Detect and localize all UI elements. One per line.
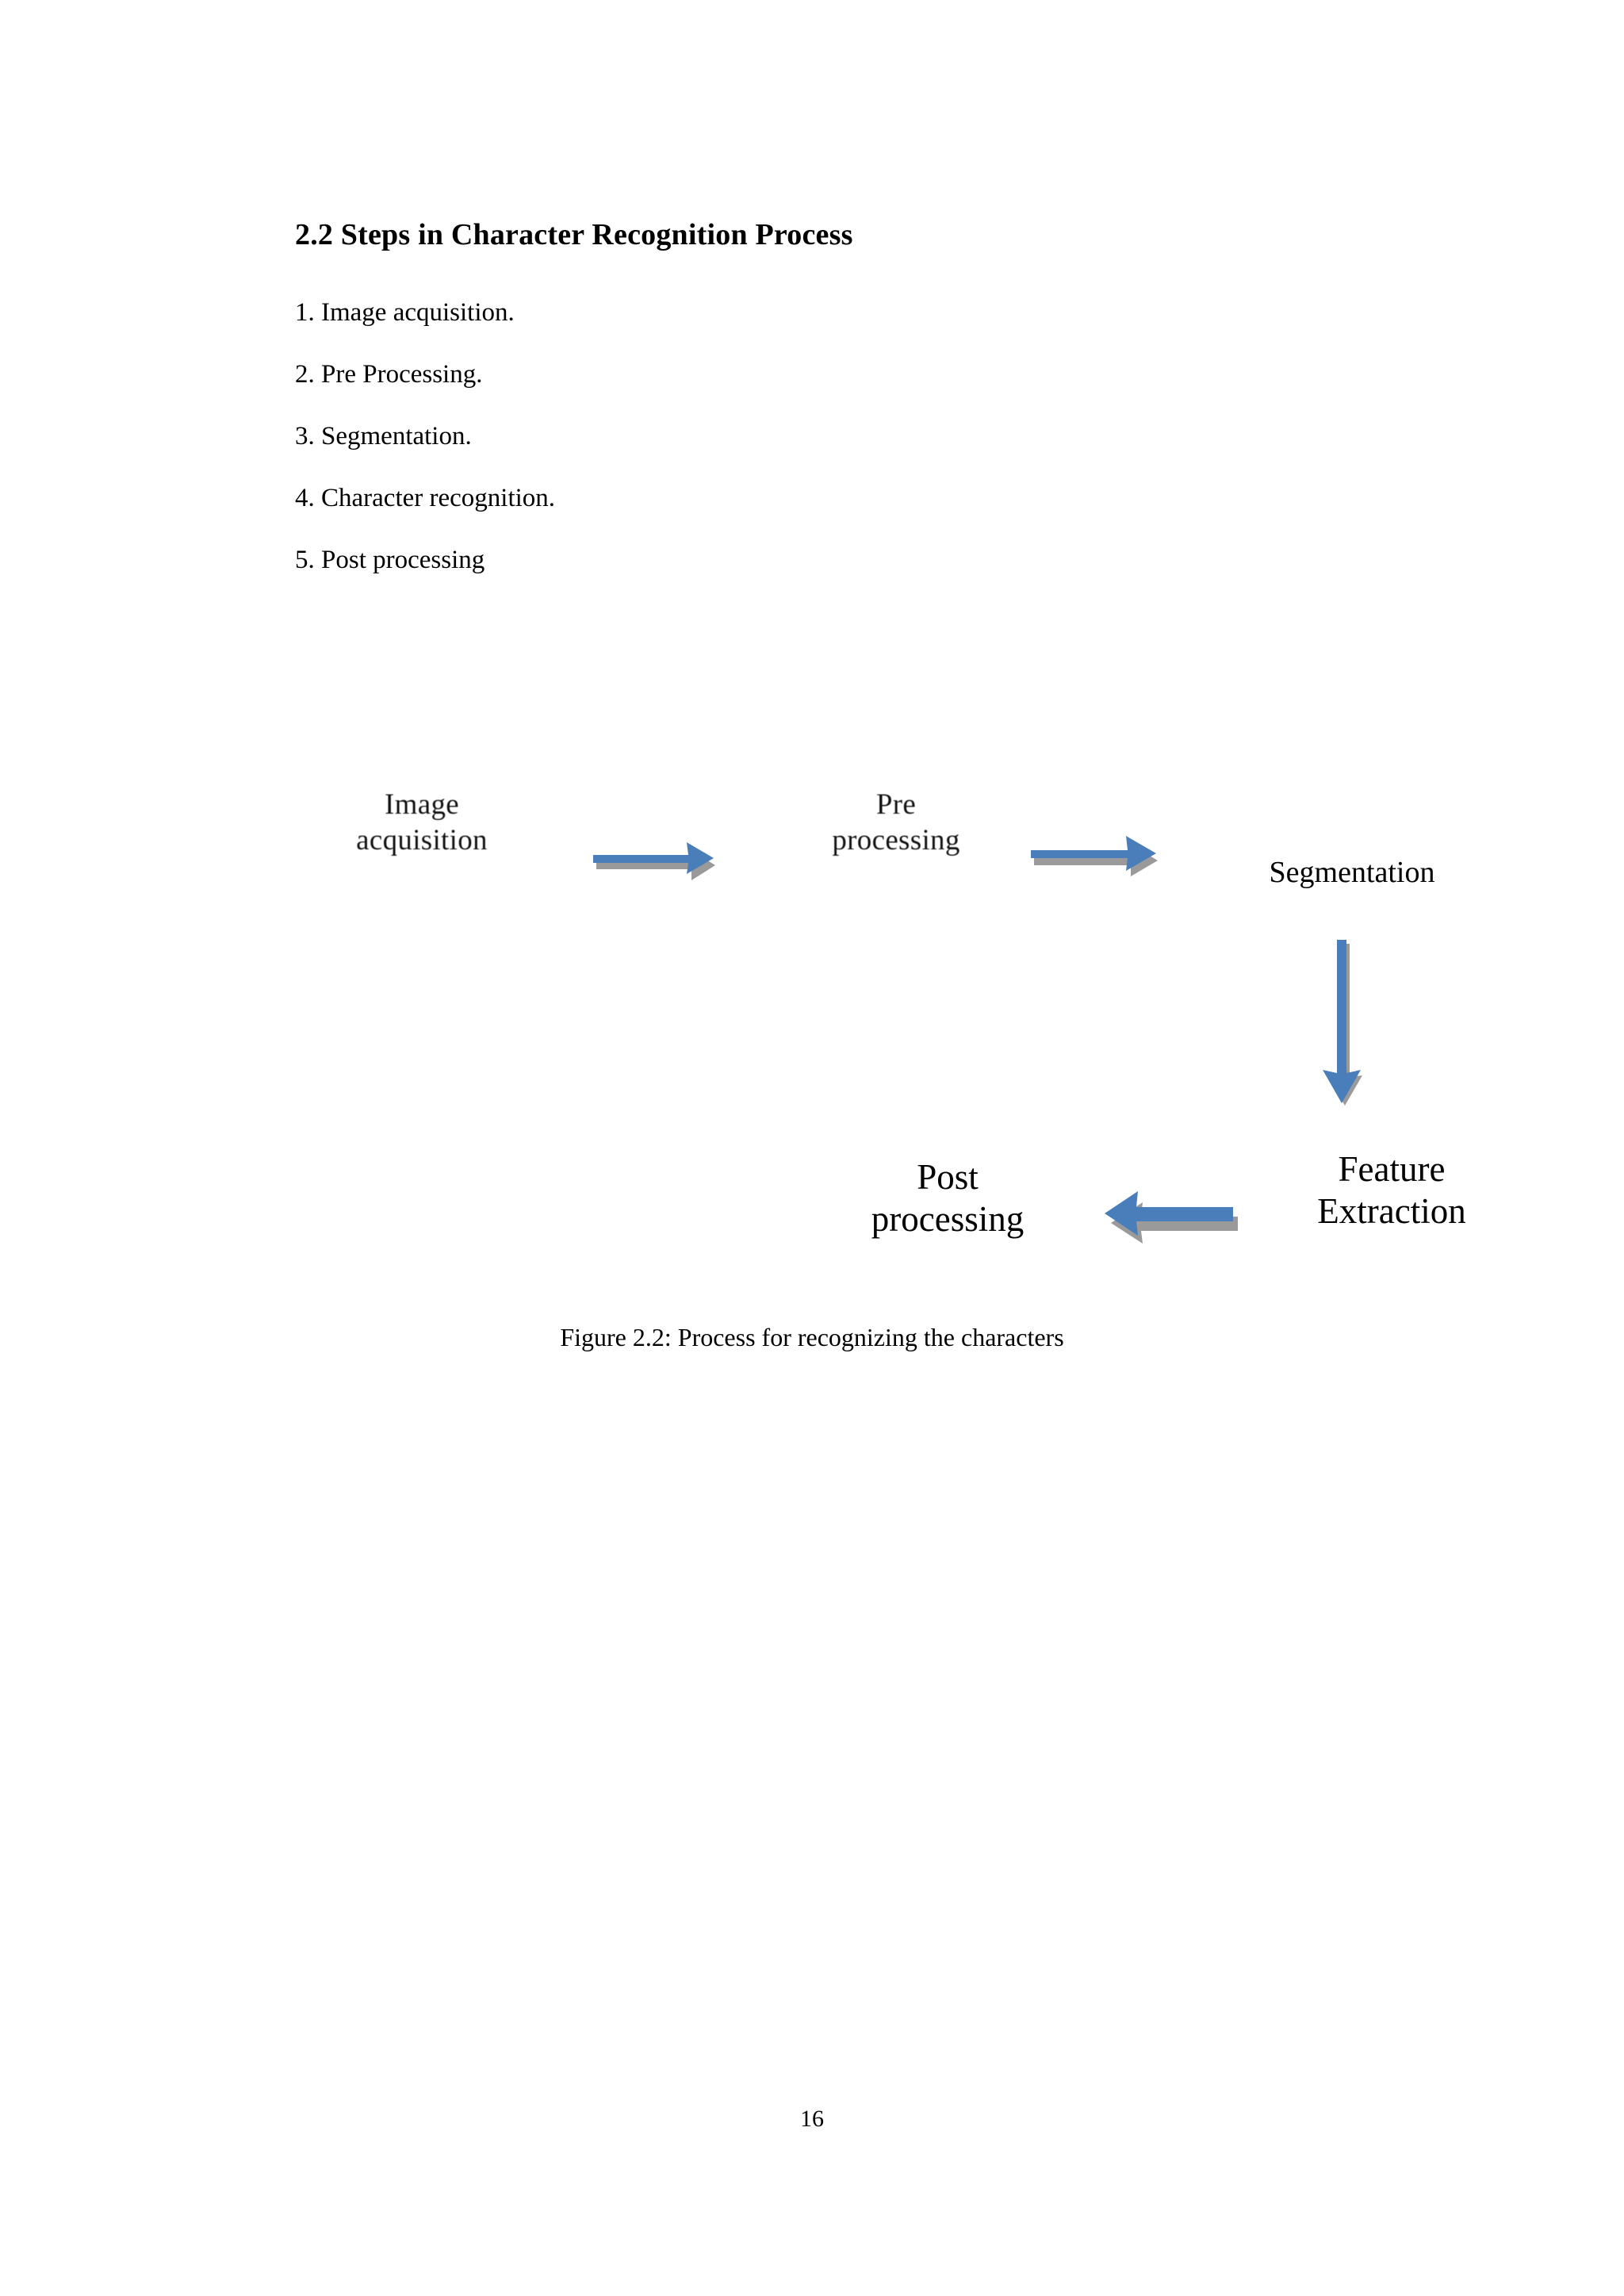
arrow-right-icon	[1031, 833, 1189, 888]
flow-node-label-line1: Feature	[1338, 1149, 1446, 1189]
list-item: 2. Pre Processing.	[295, 360, 483, 389]
flow-node-label-line1: Image	[385, 788, 459, 821]
flow-node-image-acquisition: Image acquisition	[295, 787, 549, 859]
flow-node-label-line2: processing	[871, 1199, 1025, 1240]
arrow-left-icon	[1098, 1191, 1257, 1255]
flow-node-label-line1: Post	[917, 1157, 979, 1197]
list-item: 3. Segmentation.	[295, 422, 472, 450]
flow-node-pre-processing: Pre processing	[777, 787, 1015, 859]
list-item: 5. Post processing	[295, 546, 485, 574]
page-title: 2.2 Steps in Character Recognition Proce…	[295, 217, 853, 251]
process-flow-diagram: Image acquisition Pre processing	[295, 787, 1515, 1351]
list-item: 1. Image acquisition.	[295, 298, 515, 327]
flow-node-label-line2: Extraction	[1317, 1191, 1466, 1232]
flow-node-label-line2: acquisition	[356, 824, 488, 857]
flow-node-label: Segmentation	[1269, 856, 1435, 889]
flow-node-segmentation: Segmentation	[1221, 855, 1483, 891]
figure-caption: Figure 2.2: Process for recognizing the …	[560, 1323, 1064, 1351]
page-number: 16	[800, 2106, 824, 2132]
arrow-right-icon	[593, 838, 744, 888]
flow-node-label-line1: Pre	[875, 788, 917, 821]
flow-node-label-line2: processing	[832, 824, 960, 857]
flow-node-post-processing: Post processing	[817, 1156, 1078, 1240]
steps-list: 1. Image acquisition. 2. Pre Processing.…	[295, 300, 1009, 609]
list-item: 4. Character recognition.	[295, 484, 556, 512]
arrow-down-icon	[1316, 940, 1372, 1122]
flow-node-feature-extraction: Feature Extraction	[1269, 1148, 1515, 1232]
